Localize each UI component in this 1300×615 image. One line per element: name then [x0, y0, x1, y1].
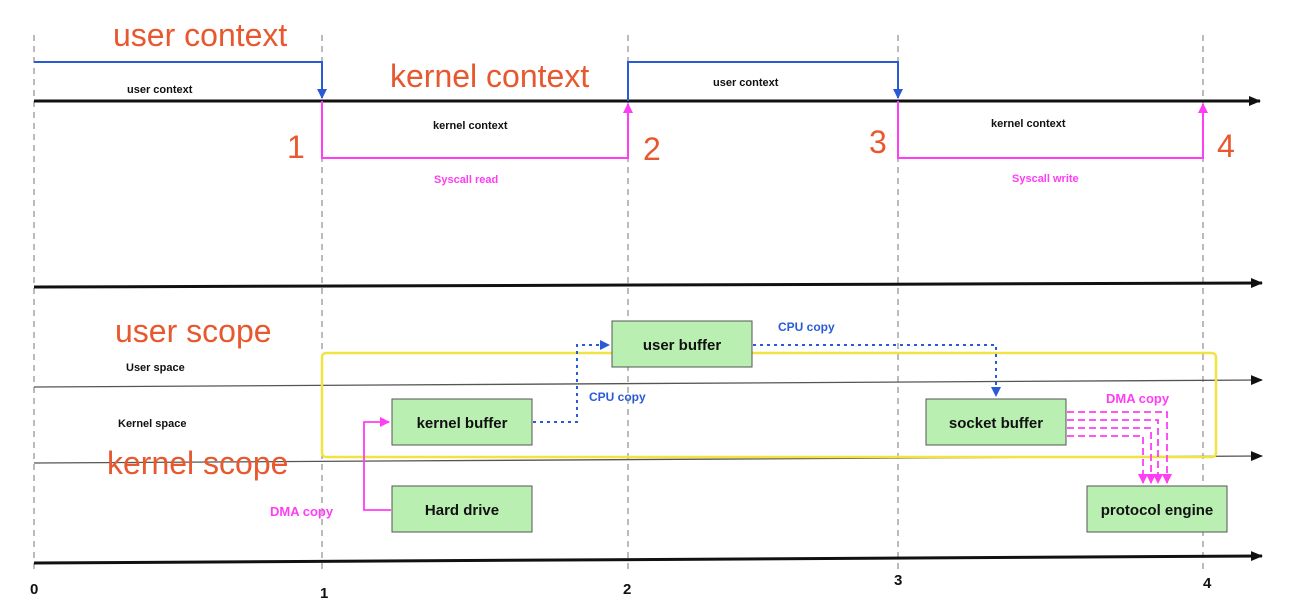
buffer-box-user: user buffer — [611, 320, 753, 368]
cpu-copy-label-1: CPU copy — [778, 320, 835, 334]
step-number-1: 1 — [287, 129, 305, 165]
socket-buffer-box — [925, 398, 1067, 446]
buffer-box-protocol-engine: protocol engine — [1086, 485, 1228, 533]
kernel-context-line-write — [897, 101, 1208, 159]
cpu-copy-label-2: CPU copy — [589, 390, 646, 404]
step-number-2: 2 — [643, 131, 661, 167]
buffer-box-socket: socket buffer — [925, 398, 1067, 446]
buffer-box-kernel: kernel buffer — [391, 398, 533, 446]
step-number-3: 3 — [869, 124, 887, 160]
user-context-label-2: user context — [713, 77, 779, 89]
kernel-context-label-1: kernel context — [433, 120, 508, 132]
dma-copy-path-2 — [1067, 411, 1172, 484]
kernel-buffer-box — [391, 398, 533, 446]
kernel-context-lines — [321, 101, 1208, 159]
axis-tick-2: 2 — [623, 581, 631, 598]
hard-drive-label: Hard drive — [425, 502, 499, 519]
buffer-box-hard-drive: Hard drive — [391, 485, 533, 533]
user-space-label: User space — [126, 362, 185, 374]
user-buffer-label: user buffer — [643, 337, 722, 354]
axis-tick-3: 3 — [894, 572, 902, 589]
vertical-guides — [33, 35, 1204, 570]
hard-drive-box — [391, 485, 533, 533]
kernel-scope-title: kernel scope — [107, 445, 288, 481]
middle-separator-axis — [33, 278, 1263, 289]
dma-copy-path-1 — [363, 417, 391, 511]
kernel-buffer-label: kernel buffer — [417, 415, 508, 432]
cpu-copy-path-1 — [533, 340, 610, 423]
kernel-context-label-2: kernel context — [991, 118, 1066, 130]
kernel-scope-highlight — [320, 351, 1218, 459]
socket-buffer-label: socket buffer — [949, 415, 1043, 432]
user-context-line-1 — [34, 61, 327, 99]
step-number-4: 4 — [1217, 128, 1235, 164]
dma-copy-label-1: DMA copy — [270, 504, 334, 519]
axis-tick-4: 4 — [1203, 575, 1212, 592]
protocol-engine-label: protocol engine — [1101, 502, 1214, 519]
cpu-copy-paths — [533, 340, 1001, 423]
user-buffer-box — [611, 320, 753, 368]
user-context-line-2 — [627, 61, 903, 101]
user-context-lines — [34, 61, 903, 101]
kernel-space-label: Kernel space — [118, 418, 186, 430]
axis-tick-labels: 0 1 2 3 4 — [30, 572, 1212, 602]
user-context-title: user context — [113, 17, 287, 53]
user-scope-title: user scope — [115, 313, 272, 349]
axis-tick-1: 1 — [320, 585, 328, 602]
dma-copy-label-2: DMA copy — [1106, 391, 1170, 406]
bottom-time-axis — [33, 551, 1263, 565]
user-kernel-boundary-line — [33, 375, 1263, 388]
syscall-read-label: Syscall read — [434, 174, 498, 186]
axis-tick-0: 0 — [30, 581, 38, 598]
kernel-context-title: kernel context — [390, 58, 589, 94]
kernel-context-line-read — [321, 101, 633, 159]
user-context-label-1: user context — [127, 84, 193, 96]
protocol-engine-box — [1086, 485, 1228, 533]
syscall-write-label: Syscall write — [1012, 173, 1079, 185]
